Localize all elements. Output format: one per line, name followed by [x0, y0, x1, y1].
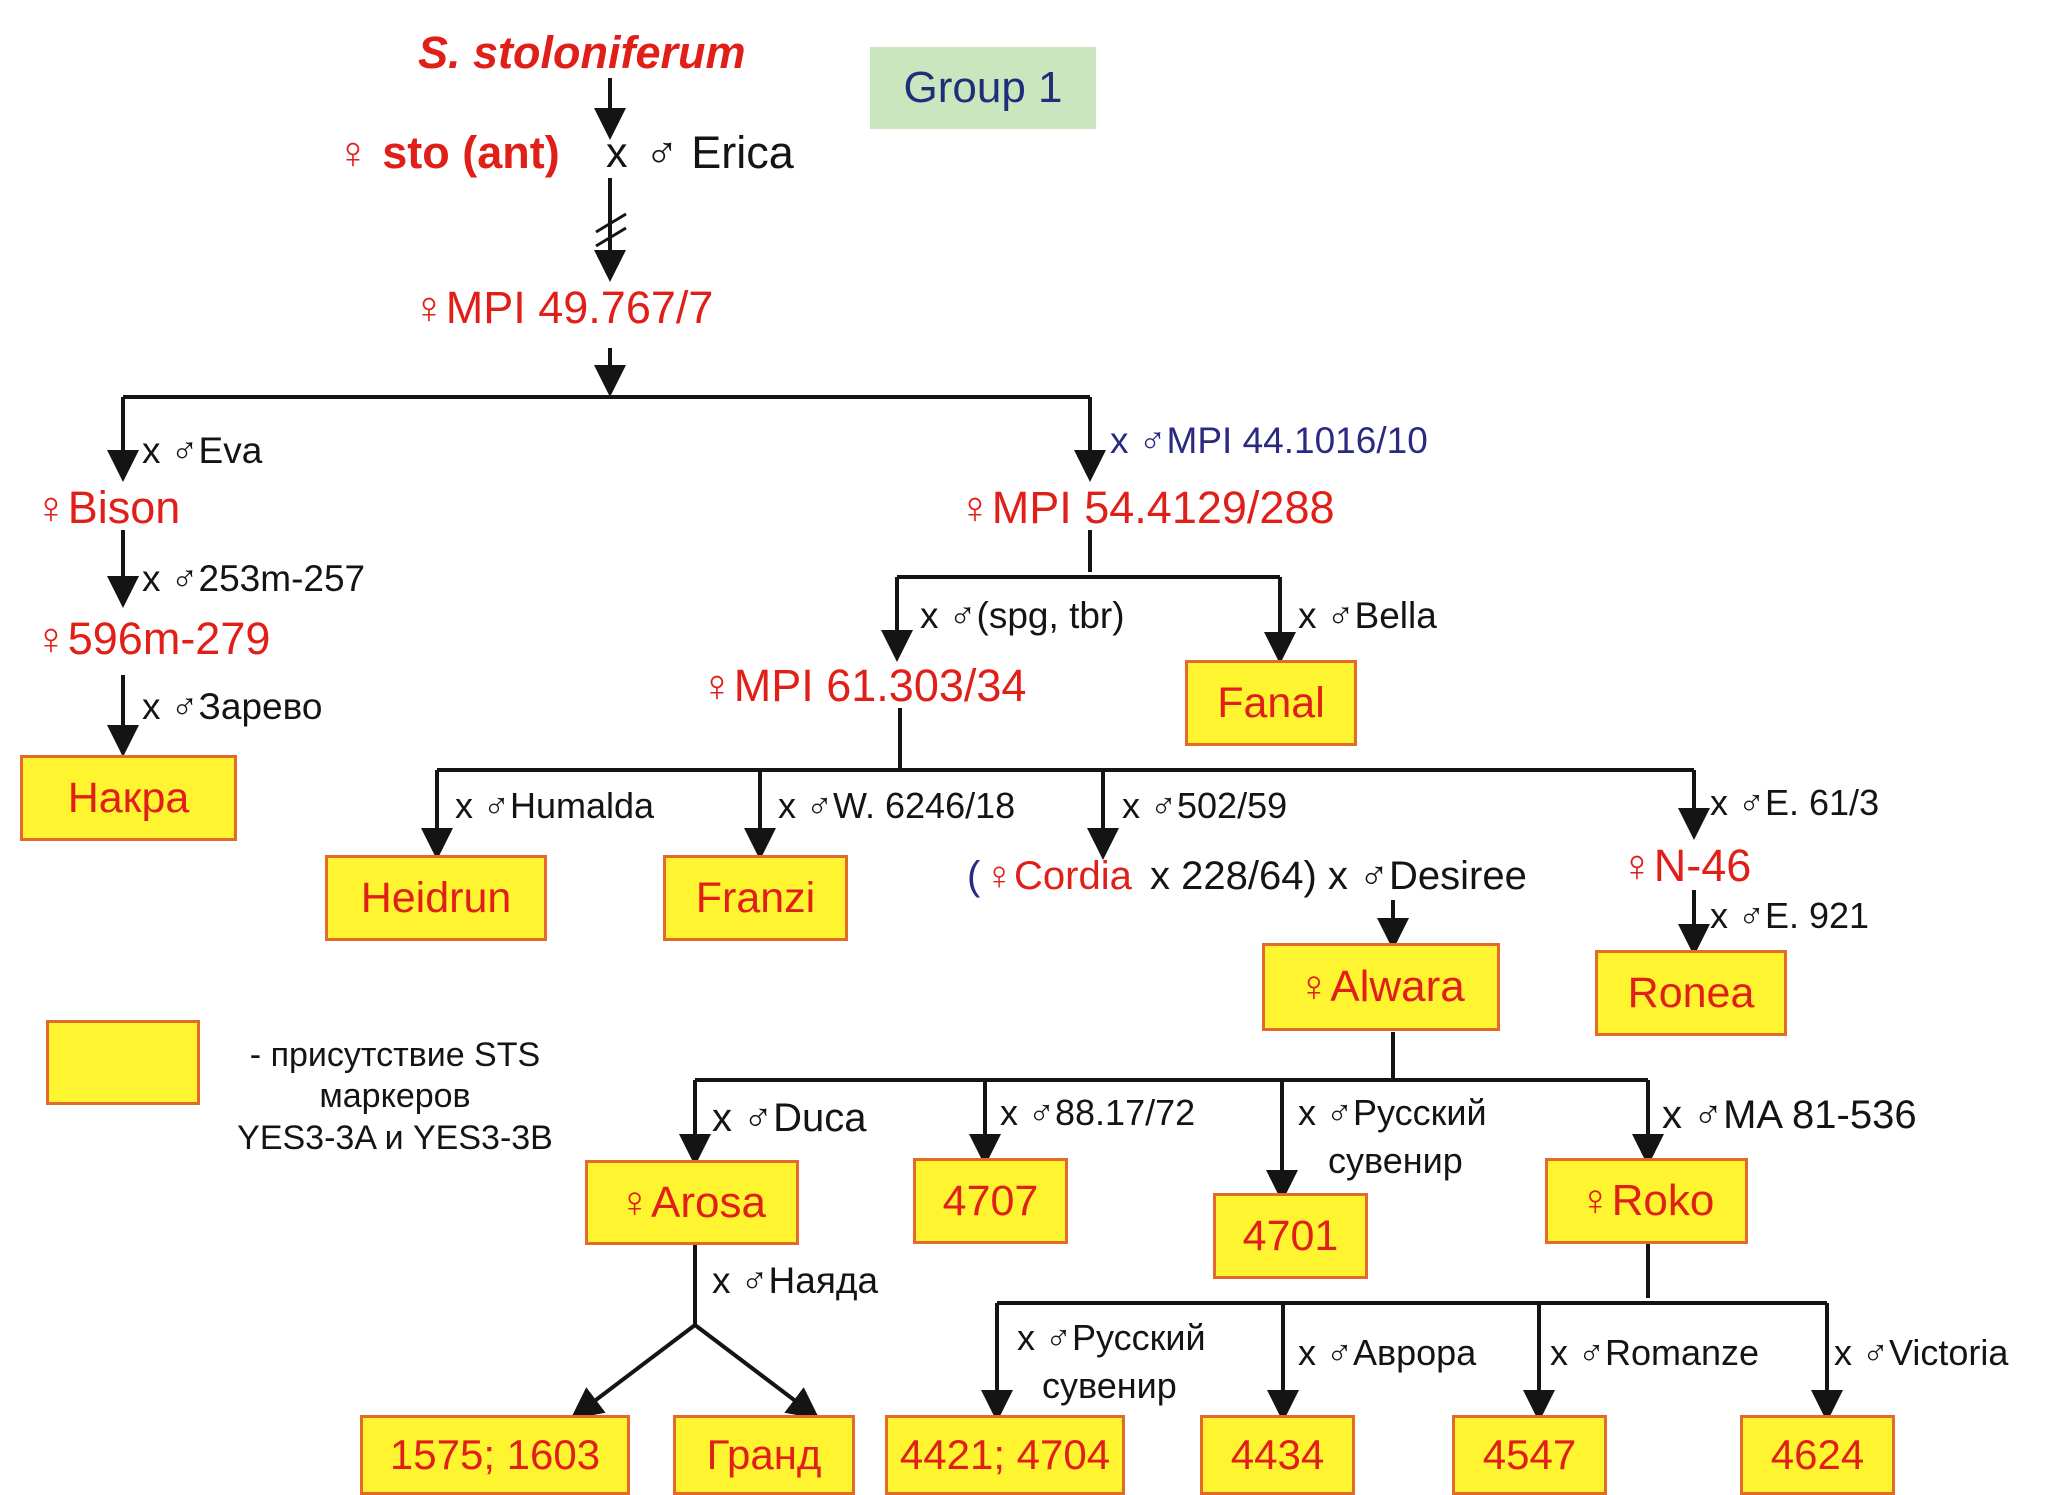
- cross-253m: x ♂253m-257: [142, 558, 366, 599]
- variety-4701: 4701: [1213, 1193, 1368, 1279]
- node-n46: ♀N-46: [1620, 840, 1752, 891]
- cross-502: x ♂502/59: [1122, 785, 1288, 826]
- variety-nakra: Накра: [20, 755, 237, 841]
- node-mpi-54: ♀MPI 54.4129/288: [958, 482, 1335, 533]
- node-596m: ♀596m-279: [34, 613, 271, 664]
- variety-heidrun: Heidrun: [325, 855, 547, 941]
- cross-male-erica: ♂ Erica: [645, 127, 794, 178]
- cross-bella: x ♂Bella: [1298, 595, 1437, 636]
- variety-arosa: ♀Arosa: [585, 1160, 799, 1245]
- legend-line-3: YES3-3A и YES3-3B: [237, 1118, 553, 1157]
- cross-russian-souvenir-1: x ♂Русский: [1298, 1092, 1487, 1133]
- cross-spg-tbr: x ♂(spg, tbr): [920, 595, 1125, 636]
- variety-4434: 4434: [1200, 1415, 1355, 1495]
- variety-4421-4704: 4421; 4704: [885, 1415, 1125, 1495]
- species-name: S. stoloniferum: [418, 27, 746, 78]
- cross-russian-souvenir-1-line2: сувенир: [1328, 1140, 1463, 1181]
- variety-4547: 4547: [1452, 1415, 1607, 1495]
- variety-4707: 4707: [913, 1158, 1068, 1244]
- cross-eva: x ♂Eva: [142, 430, 263, 471]
- node-mpi-49: ♀MPI 49.767/7: [412, 282, 714, 333]
- cross-w6246: x ♂W. 6246/18: [778, 785, 1016, 826]
- variety-roko: ♀Roko: [1545, 1158, 1748, 1244]
- cross-e921: x ♂E. 921: [1710, 895, 1870, 936]
- group-label: Group 1: [870, 47, 1096, 129]
- cross-ma81: x ♂MA 81-536: [1662, 1093, 1917, 1137]
- cross-zarevo: x ♂Зарево: [142, 686, 323, 727]
- cross-sep: x: [606, 129, 628, 177]
- legend-line-1: - присутствие STS: [249, 1036, 541, 1074]
- cross-nayada: x ♂Наяда: [712, 1260, 879, 1301]
- cross-mpi-44: x ♂MPI 44.1016/10: [1110, 420, 1428, 461]
- cross-desiree: x 228/64) x ♂Desiree: [1150, 854, 1527, 898]
- cross-8817: x ♂88.17/72: [1000, 1092, 1196, 1133]
- variety-ronea: Ronea: [1595, 950, 1787, 1036]
- variety-grand: Гранд: [673, 1415, 855, 1495]
- node-bison: ♀Bison: [34, 482, 181, 533]
- node-cordia: ♀Cordia: [984, 854, 1132, 898]
- variety-4624: 4624: [1740, 1415, 1895, 1495]
- cross-avrora: x ♂Аврора: [1298, 1332, 1477, 1373]
- cross-e61: x ♂E. 61/3: [1710, 782, 1880, 823]
- cordia-open-paren: (: [967, 854, 981, 898]
- cross-russian-souvenir-2-line2: сувенир: [1042, 1365, 1177, 1406]
- cross-victoria: x ♂Victoria: [1834, 1332, 2009, 1373]
- cross-romanze: x ♂Romanze: [1550, 1332, 1760, 1373]
- cross-humalda: x ♂Humalda: [455, 785, 655, 826]
- cross-russian-souvenir-2: x ♂Русский: [1017, 1317, 1206, 1358]
- cross-duca: x ♂Duca: [712, 1096, 867, 1140]
- node-mpi-61: ♀MPI 61.303/34: [700, 660, 1027, 711]
- variety-alwara: ♀Alwara: [1262, 943, 1500, 1031]
- cross-female-sto: ♀ sto (ant): [336, 127, 560, 178]
- legend-line-2: маркеров: [319, 1077, 471, 1116]
- legend-text: - присутствие STS маркеров YES3-3A и YES…: [200, 1035, 590, 1159]
- variety-1575-1603: 1575; 1603: [360, 1415, 630, 1495]
- variety-franzi: Franzi: [663, 855, 848, 941]
- variety-fanal: Fanal: [1185, 660, 1357, 746]
- legend-swatch: [46, 1020, 200, 1105]
